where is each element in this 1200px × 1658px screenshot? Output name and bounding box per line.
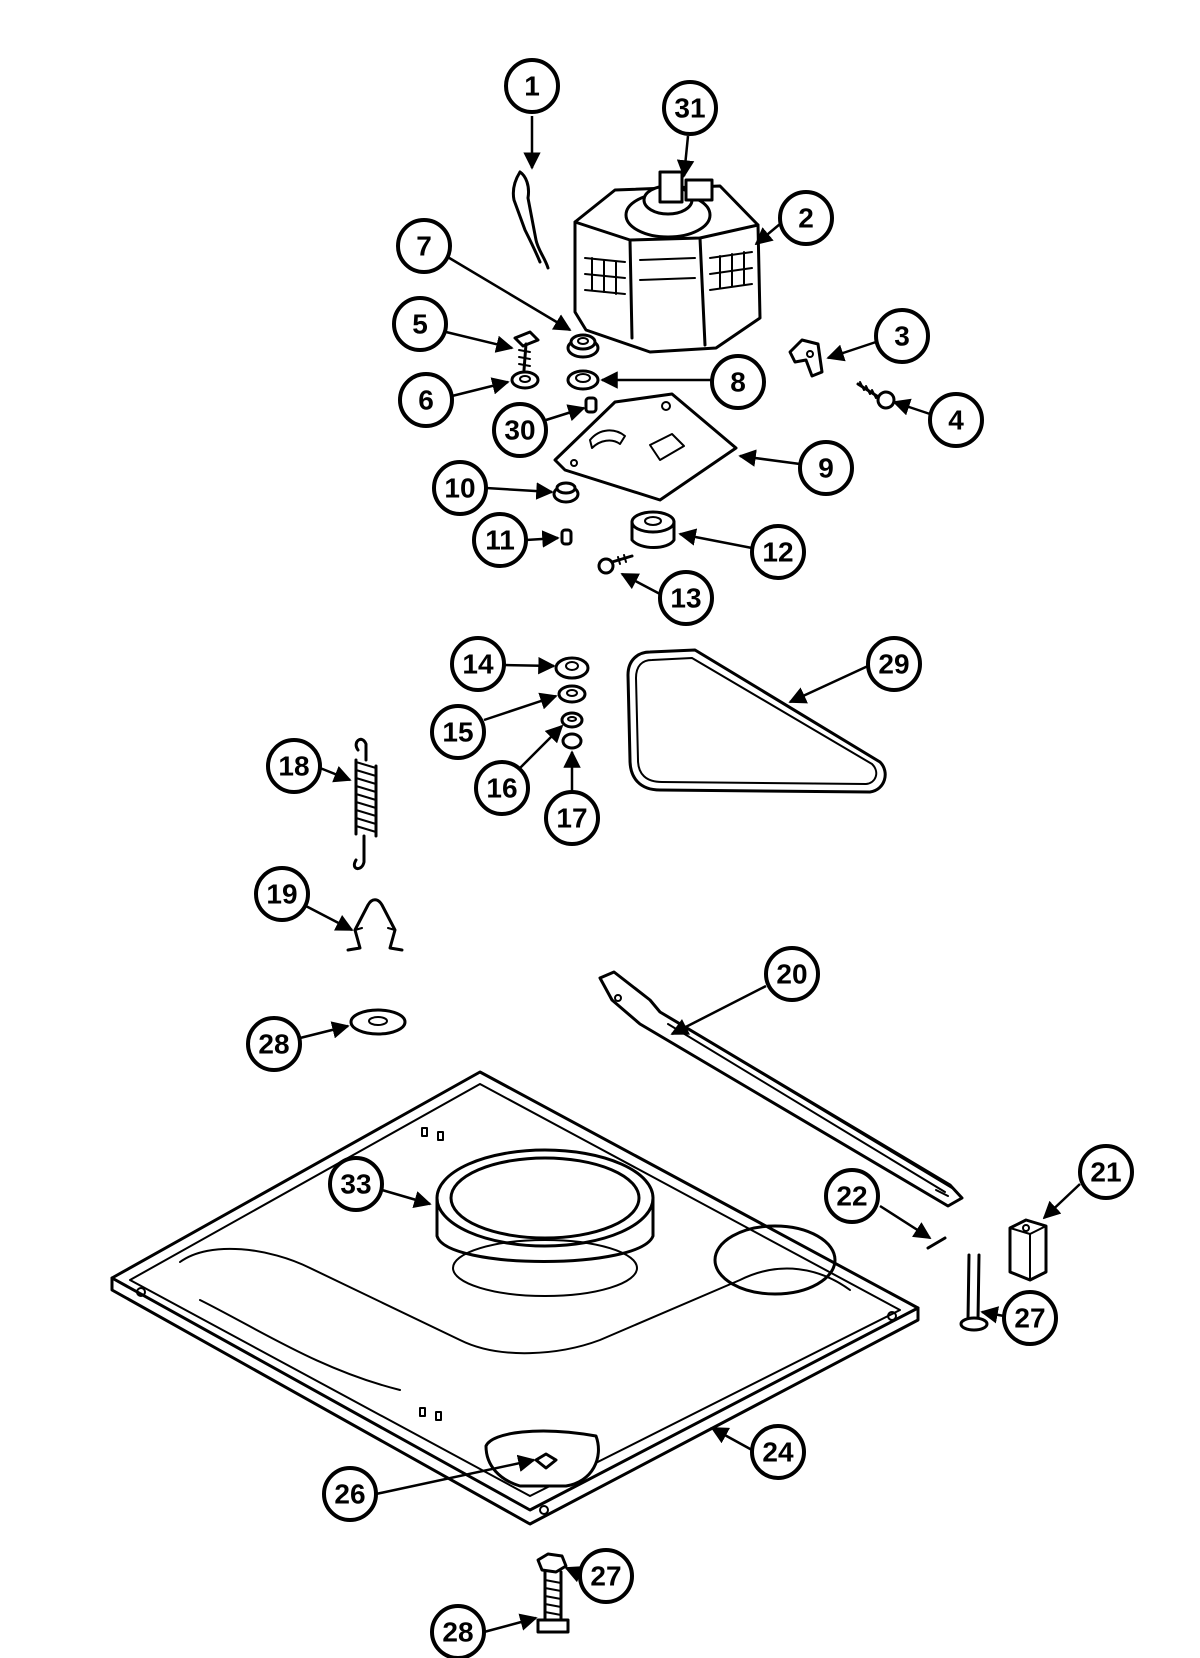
part-pin-11 <box>560 528 573 546</box>
callout-label: 28 <box>442 1617 473 1648</box>
callout-label: 17 <box>556 803 587 834</box>
callout: 5 <box>392 296 448 352</box>
part-nut-10 <box>552 481 580 504</box>
callout: 4 <box>928 392 984 448</box>
part-screw-13 <box>597 554 634 575</box>
callout-label: 27 <box>1014 1303 1045 1334</box>
callout-label: 33 <box>340 1169 371 1200</box>
callout: 6 <box>398 372 454 428</box>
callout: 28 <box>246 1016 302 1072</box>
callout: 1 <box>504 58 560 114</box>
part-belt <box>626 648 887 794</box>
callout: 27 <box>1002 1290 1058 1346</box>
callout-label: 3 <box>894 321 910 352</box>
callout-label: 20 <box>776 959 807 990</box>
callout: 24 <box>750 1424 806 1480</box>
callout: 22 <box>824 1168 880 1224</box>
part-screw-4 <box>856 381 896 410</box>
callout: 13 <box>658 570 714 626</box>
callout: 28 <box>430 1604 486 1658</box>
leader-lines <box>299 116 1081 1634</box>
callout: 15 <box>430 704 486 760</box>
callout: 9 <box>798 440 854 496</box>
callout: 26 <box>322 1466 378 1522</box>
callout-label: 7 <box>416 231 432 262</box>
part-bracket <box>788 338 824 378</box>
callout-label: 27 <box>590 1561 621 1592</box>
callout: 8 <box>710 354 766 410</box>
callout: 2 <box>778 190 834 246</box>
part-clip-19 <box>346 898 404 952</box>
callout: 11 <box>472 512 528 568</box>
callout-label: 31 <box>674 93 705 124</box>
callout-label: 30 <box>504 415 535 446</box>
callout-label: 24 <box>762 1437 794 1468</box>
callout: 7 <box>396 218 452 274</box>
callout: 3 <box>874 308 930 364</box>
callout-label: 11 <box>485 525 515 556</box>
part-bolt-27-right <box>959 1253 989 1332</box>
callout-label: 5 <box>412 309 428 340</box>
callout: 10 <box>432 460 488 516</box>
callout-label: 9 <box>818 453 834 484</box>
part-base <box>110 1070 920 1526</box>
callout: 29 <box>866 636 922 692</box>
callout: 14 <box>450 636 506 692</box>
callout: 17 <box>544 790 600 846</box>
callout-label: 12 <box>762 537 793 568</box>
part-spring <box>352 737 378 870</box>
callout-label: 4 <box>948 405 964 436</box>
callout: 16 <box>474 760 530 816</box>
part-motor <box>573 170 762 354</box>
callout-label: 2 <box>798 203 814 234</box>
callout-label: 16 <box>486 773 517 804</box>
callout-label: 29 <box>878 649 909 680</box>
callout: 20 <box>764 946 820 1002</box>
part-pin-22 <box>926 1236 947 1250</box>
part-bolt-5 <box>513 330 540 372</box>
callout-label: 8 <box>730 367 746 398</box>
callout-label: 18 <box>278 751 309 782</box>
callout: 30 <box>492 402 548 458</box>
part-foot-bolt <box>536 1552 570 1634</box>
callout-label: 15 <box>442 717 473 748</box>
callout: 31 <box>662 80 718 136</box>
callout: 18 <box>266 738 322 794</box>
part-bar <box>598 970 964 1208</box>
part-washer-28-top <box>349 1008 407 1036</box>
callout-label: 26 <box>334 1479 365 1510</box>
callout: 12 <box>750 524 806 580</box>
callout-label: 1 <box>524 71 540 102</box>
callout-label: 13 <box>670 583 701 614</box>
callout-label: 6 <box>418 385 434 416</box>
callout-label: 28 <box>258 1029 289 1060</box>
callout: 21 <box>1078 1144 1134 1200</box>
callout-label: 14 <box>462 649 494 680</box>
callout: 19 <box>254 866 310 922</box>
callout-label: 22 <box>836 1181 867 1212</box>
part-motor-plate <box>553 392 738 502</box>
part-pulley-stack <box>554 656 590 750</box>
callout-label: 21 <box>1090 1157 1121 1188</box>
part-wire-clip <box>511 170 550 270</box>
part-grommets-7-8 <box>566 333 600 414</box>
callout: 33 <box>328 1156 384 1212</box>
part-bracket-21 <box>1008 1218 1048 1282</box>
part-washer-6 <box>510 370 540 390</box>
callout: 27 <box>578 1548 634 1604</box>
part-isolator-12 <box>630 510 676 549</box>
callout-label: 10 <box>444 473 475 504</box>
callout-label: 19 <box>266 879 297 910</box>
